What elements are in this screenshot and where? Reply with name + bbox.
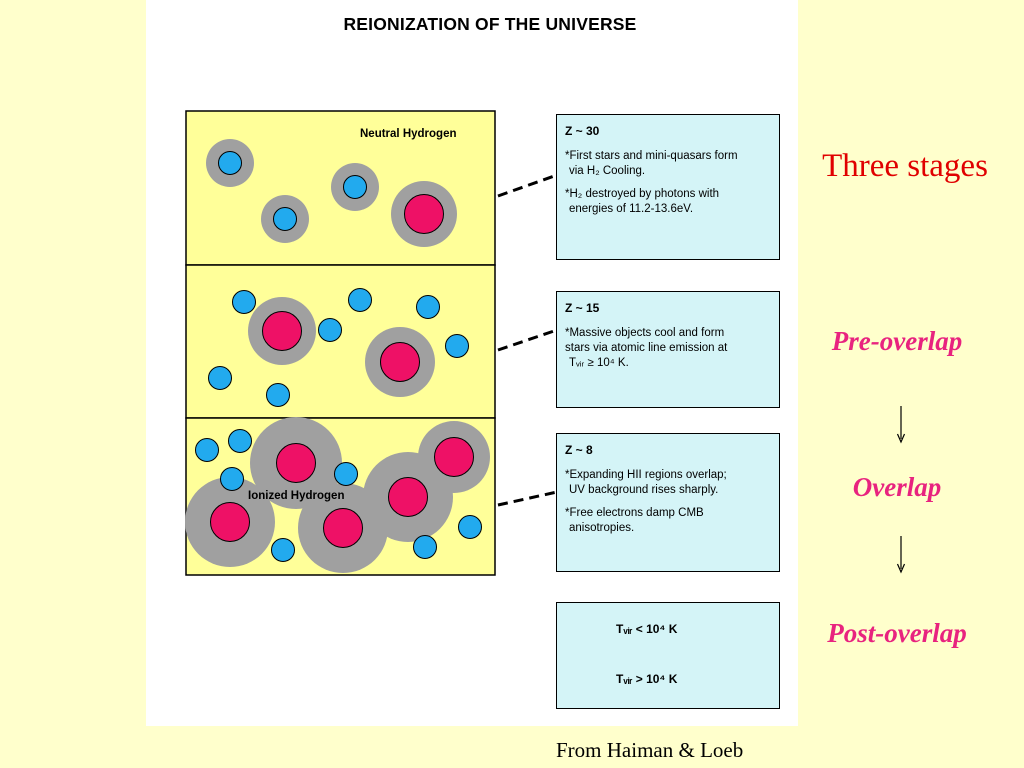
small-halo — [271, 538, 295, 562]
small-halo — [208, 366, 232, 390]
info-line: UV background rises sharply. — [569, 484, 719, 496]
large-halo — [323, 508, 363, 548]
info-line: stars via atomic line emission at — [565, 342, 728, 354]
small-halo — [343, 175, 367, 199]
legend-box — [556, 602, 780, 709]
small-halo — [266, 383, 290, 407]
legend-small-halo-label: Tᵥᵢᵣ < 10⁴ K — [616, 622, 678, 636]
small-halo — [218, 151, 242, 175]
small-halo — [195, 438, 219, 462]
credit-text: From Haiman & Loeb — [556, 738, 744, 762]
down-arrow-icon — [896, 536, 906, 579]
redshift-label: Z ~ 15 — [565, 301, 600, 315]
figure-title: REIONIZATION OF THE UNIVERSE — [343, 14, 637, 34]
info-line: Tᵥᵢᵣ ≥ 10⁴ K. — [569, 357, 629, 369]
small-halo — [232, 290, 256, 314]
info-item: *Free electrons damp CMB anisotropies. — [565, 506, 772, 536]
info-line: energies of 11.2-13.6eV. — [569, 203, 694, 215]
large-halo — [210, 502, 250, 542]
redshift-label: Z ~ 30 — [565, 124, 600, 138]
large-halo — [262, 311, 302, 351]
connector-line-1 — [497, 173, 558, 198]
small-halo — [318, 318, 342, 342]
info-box-z30: Z ~ 30 *First stars and mini-quasars for… — [556, 114, 780, 260]
info-line: *Massive objects cool and form — [565, 327, 725, 339]
info-line: *H₂ destroyed by photons with — [565, 188, 720, 200]
large-halo — [380, 342, 420, 382]
connector-line-2 — [497, 328, 558, 352]
large-halo — [388, 477, 428, 517]
large-halo — [404, 194, 444, 234]
small-halo — [413, 535, 437, 559]
info-item: *H₂ destroyed by photons with energies o… — [565, 187, 772, 217]
reionization-figure: REIONIZATION OF THE UNIVERSE Neutral Hyd… — [146, 0, 798, 726]
info-line: anisotropies. — [569, 522, 635, 534]
small-halo — [458, 515, 482, 539]
small-halo — [445, 334, 469, 358]
neutral-hydrogen-label: Neutral Hydrogen — [360, 128, 457, 140]
info-line: *Expanding HII regions overlap; — [565, 469, 727, 481]
info-item: *Expanding HII regions overlap; UV backg… — [565, 468, 772, 498]
large-halo — [434, 437, 474, 477]
info-item: *First stars and mini-quasars form via H… — [565, 149, 772, 179]
stage-pre-overlap: Pre-overlap — [831, 326, 963, 356]
info-line: via H₂ Cooling. — [569, 165, 646, 177]
legend-large-halo-label: Tᵥᵢᵣ > 10⁴ K — [616, 672, 678, 686]
large-halo — [276, 443, 316, 483]
connector-line-3 — [497, 490, 558, 507]
small-halo — [416, 295, 440, 319]
panel-2 — [185, 264, 496, 419]
three-stages-title: Three stages — [822, 148, 988, 184]
info-line: *First stars and mini-quasars form — [565, 150, 738, 162]
info-item: *Massive objects cool and form stars via… — [565, 326, 772, 371]
down-arrow-icon — [896, 406, 906, 449]
stage-post-overlap: Post-overlap — [827, 618, 967, 648]
info-line: *Free electrons damp CMB — [565, 507, 704, 519]
diagram-canvas — [185, 110, 608, 696]
ionized-hydrogen-label: Ionized Hydrogen — [248, 490, 345, 502]
stage-overlap: Overlap — [852, 472, 942, 502]
small-halo — [348, 288, 372, 312]
redshift-label: Z ~ 8 — [565, 443, 593, 457]
small-halo — [228, 429, 252, 453]
info-box-z8: Z ~ 8 *Expanding HII regions overlap; UV… — [556, 433, 780, 572]
small-halo — [220, 467, 244, 491]
small-halo — [273, 207, 297, 231]
small-halo — [334, 462, 358, 486]
info-box-z15: Z ~ 15 *Massive objects cool and form st… — [556, 291, 780, 408]
